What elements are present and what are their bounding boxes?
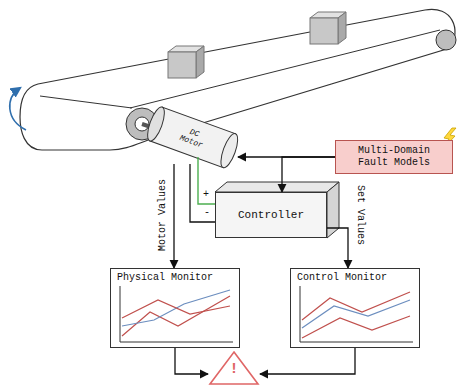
package-front (168, 52, 196, 78)
controller-box: Controller (215, 192, 327, 238)
edge-label: Motor Values (157, 178, 169, 252)
chart-line-red (122, 296, 230, 336)
terminal-sign: - (204, 207, 210, 219)
chart-axes (300, 286, 413, 342)
motor-wire-positive (198, 157, 215, 204)
terminal-sign: + (203, 189, 209, 201)
dc-motor: DC Motor (150, 102, 238, 164)
package-side (196, 46, 204, 78)
chart-line-red (122, 300, 230, 318)
belt-edge (40, 96, 132, 108)
roller-cap (436, 30, 456, 50)
signal-arrow (173, 164, 174, 268)
signal-arrow (327, 228, 348, 268)
node-title: Controller (238, 209, 304, 221)
package-front (310, 18, 338, 44)
package-side (338, 12, 346, 44)
edge-label: Set Values (354, 184, 366, 246)
rotation-arrow (10, 88, 26, 130)
motor-wire (190, 164, 215, 222)
monitor-ground (110, 268, 240, 348)
signal-arrow (282, 157, 335, 192)
signal-arrow (175, 348, 208, 374)
motor-end (218, 132, 242, 170)
node-title: Physical Monitor (117, 272, 233, 283)
controller-top-face (215, 182, 339, 192)
controller-side-face (327, 182, 339, 238)
node-title: DC Motor (175, 124, 209, 151)
signal-arrow (260, 348, 355, 374)
warning-triangle: ! (208, 350, 260, 386)
fault-model-box: Multi-Domain Fault Models (335, 140, 453, 174)
monitor-ground (290, 268, 420, 348)
chart-line-red (302, 316, 410, 338)
motor-end (144, 105, 168, 143)
conveyor-belt (20, 9, 455, 150)
node-title: Control Monitor (297, 272, 413, 283)
chart-line-blue (122, 290, 230, 326)
control-monitor: Control Monitor (290, 268, 420, 348)
belt-edge (130, 30, 440, 108)
node-title: Multi-Domain Fault Models (340, 145, 448, 169)
node-title: ! (208, 361, 260, 379)
motor-cylinder (144, 105, 241, 170)
physical-monitor: Physical Monitor (110, 268, 240, 348)
chart-axes (120, 286, 233, 342)
